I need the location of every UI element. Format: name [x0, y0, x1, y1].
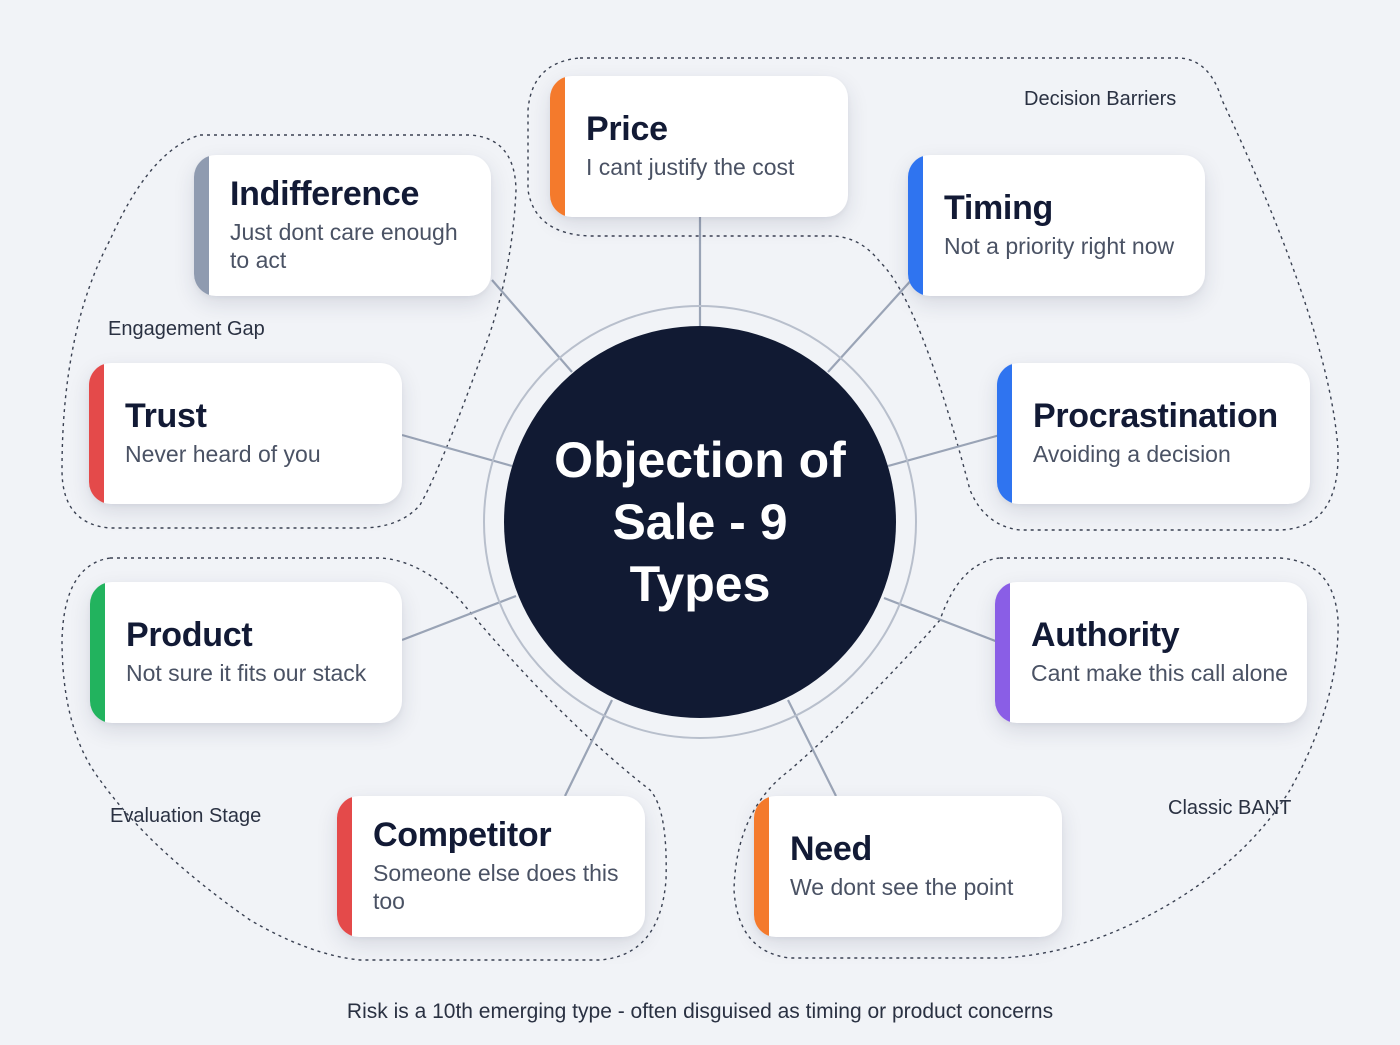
- card-title: Indifference: [230, 174, 420, 213]
- group-outline-engagement-gap: [61, 134, 517, 529]
- group-label-decision-barriers: Decision Barriers: [1024, 88, 1177, 110]
- group-outline-evaluation-stage: [61, 557, 667, 961]
- objection-card-indifference[interactable]: Indifference Just dont care enough to ac…: [194, 155, 491, 296]
- accent-bar: [89, 363, 104, 504]
- accent-bar: [908, 155, 923, 296]
- group-label-classic-bant: Classic BANT: [1168, 797, 1292, 819]
- group-outline-classic-bant: [733, 557, 1339, 959]
- card-title: Competitor: [373, 815, 552, 854]
- card-title: Price: [586, 109, 668, 148]
- card-title: Authority: [1031, 615, 1180, 654]
- card-title: Trust: [125, 396, 207, 435]
- card-title: Need: [790, 829, 872, 868]
- objection-card-price[interactable]: Price I cant justify the cost: [550, 76, 848, 217]
- hub-circle: Objection of Sale - 9 Types: [504, 326, 896, 718]
- accent-bar: [995, 582, 1010, 723]
- hub-ring: [483, 305, 917, 739]
- objection-card-procrastination[interactable]: Procrastination Avoiding a decision: [997, 363, 1310, 504]
- accent-bar: [550, 76, 565, 217]
- card-subtitle: We dont see the point: [790, 874, 1014, 901]
- group-label-engagement-gap: Engagement Gap: [108, 318, 265, 340]
- accent-bar: [997, 363, 1012, 504]
- group-outline-decision-barriers: [527, 57, 1339, 531]
- card-subtitle: Not sure it fits our stack: [126, 660, 367, 687]
- objection-card-authority[interactable]: Authority Cant make this call alone: [995, 582, 1307, 723]
- objection-card-product[interactable]: Product Not sure it fits our stack: [90, 582, 402, 723]
- card-subtitle: I cant justify the cost: [586, 154, 795, 181]
- card-subtitle: Never heard of you: [125, 441, 321, 468]
- hub-title: Objection of Sale - 9 Types: [554, 432, 846, 612]
- card-subtitle: Avoiding a decision: [1033, 441, 1231, 468]
- accent-bar: [337, 796, 352, 937]
- footnote: Risk is a 10th emerging type - often dis…: [346, 1000, 1054, 1023]
- objection-card-trust[interactable]: Trust Never heard of you: [89, 363, 402, 504]
- card-title: Product: [126, 615, 253, 654]
- card-subtitle: Not a priority right now: [944, 233, 1175, 260]
- objection-card-need[interactable]: Need We dont see the point: [754, 796, 1062, 937]
- objection-card-timing[interactable]: Timing Not a priority right now: [908, 155, 1205, 296]
- card-subtitle: Just dont care enough to act: [230, 219, 458, 274]
- connectors: [401, 216, 1001, 797]
- accent-bar: [754, 796, 769, 937]
- accent-bar: [194, 155, 209, 296]
- group-label-evaluation-stage: Evaluation Stage: [110, 805, 262, 827]
- card-title: Procrastination: [1033, 396, 1278, 435]
- objection-card-competitor[interactable]: Competitor Someone else does this too: [337, 796, 645, 937]
- group-outlines: [61, 57, 1339, 961]
- card-title: Timing: [944, 188, 1054, 227]
- card-subtitle: Cant make this call alone: [1031, 660, 1288, 687]
- accent-bar: [90, 582, 105, 723]
- card-subtitle: Someone else does this too: [373, 860, 619, 915]
